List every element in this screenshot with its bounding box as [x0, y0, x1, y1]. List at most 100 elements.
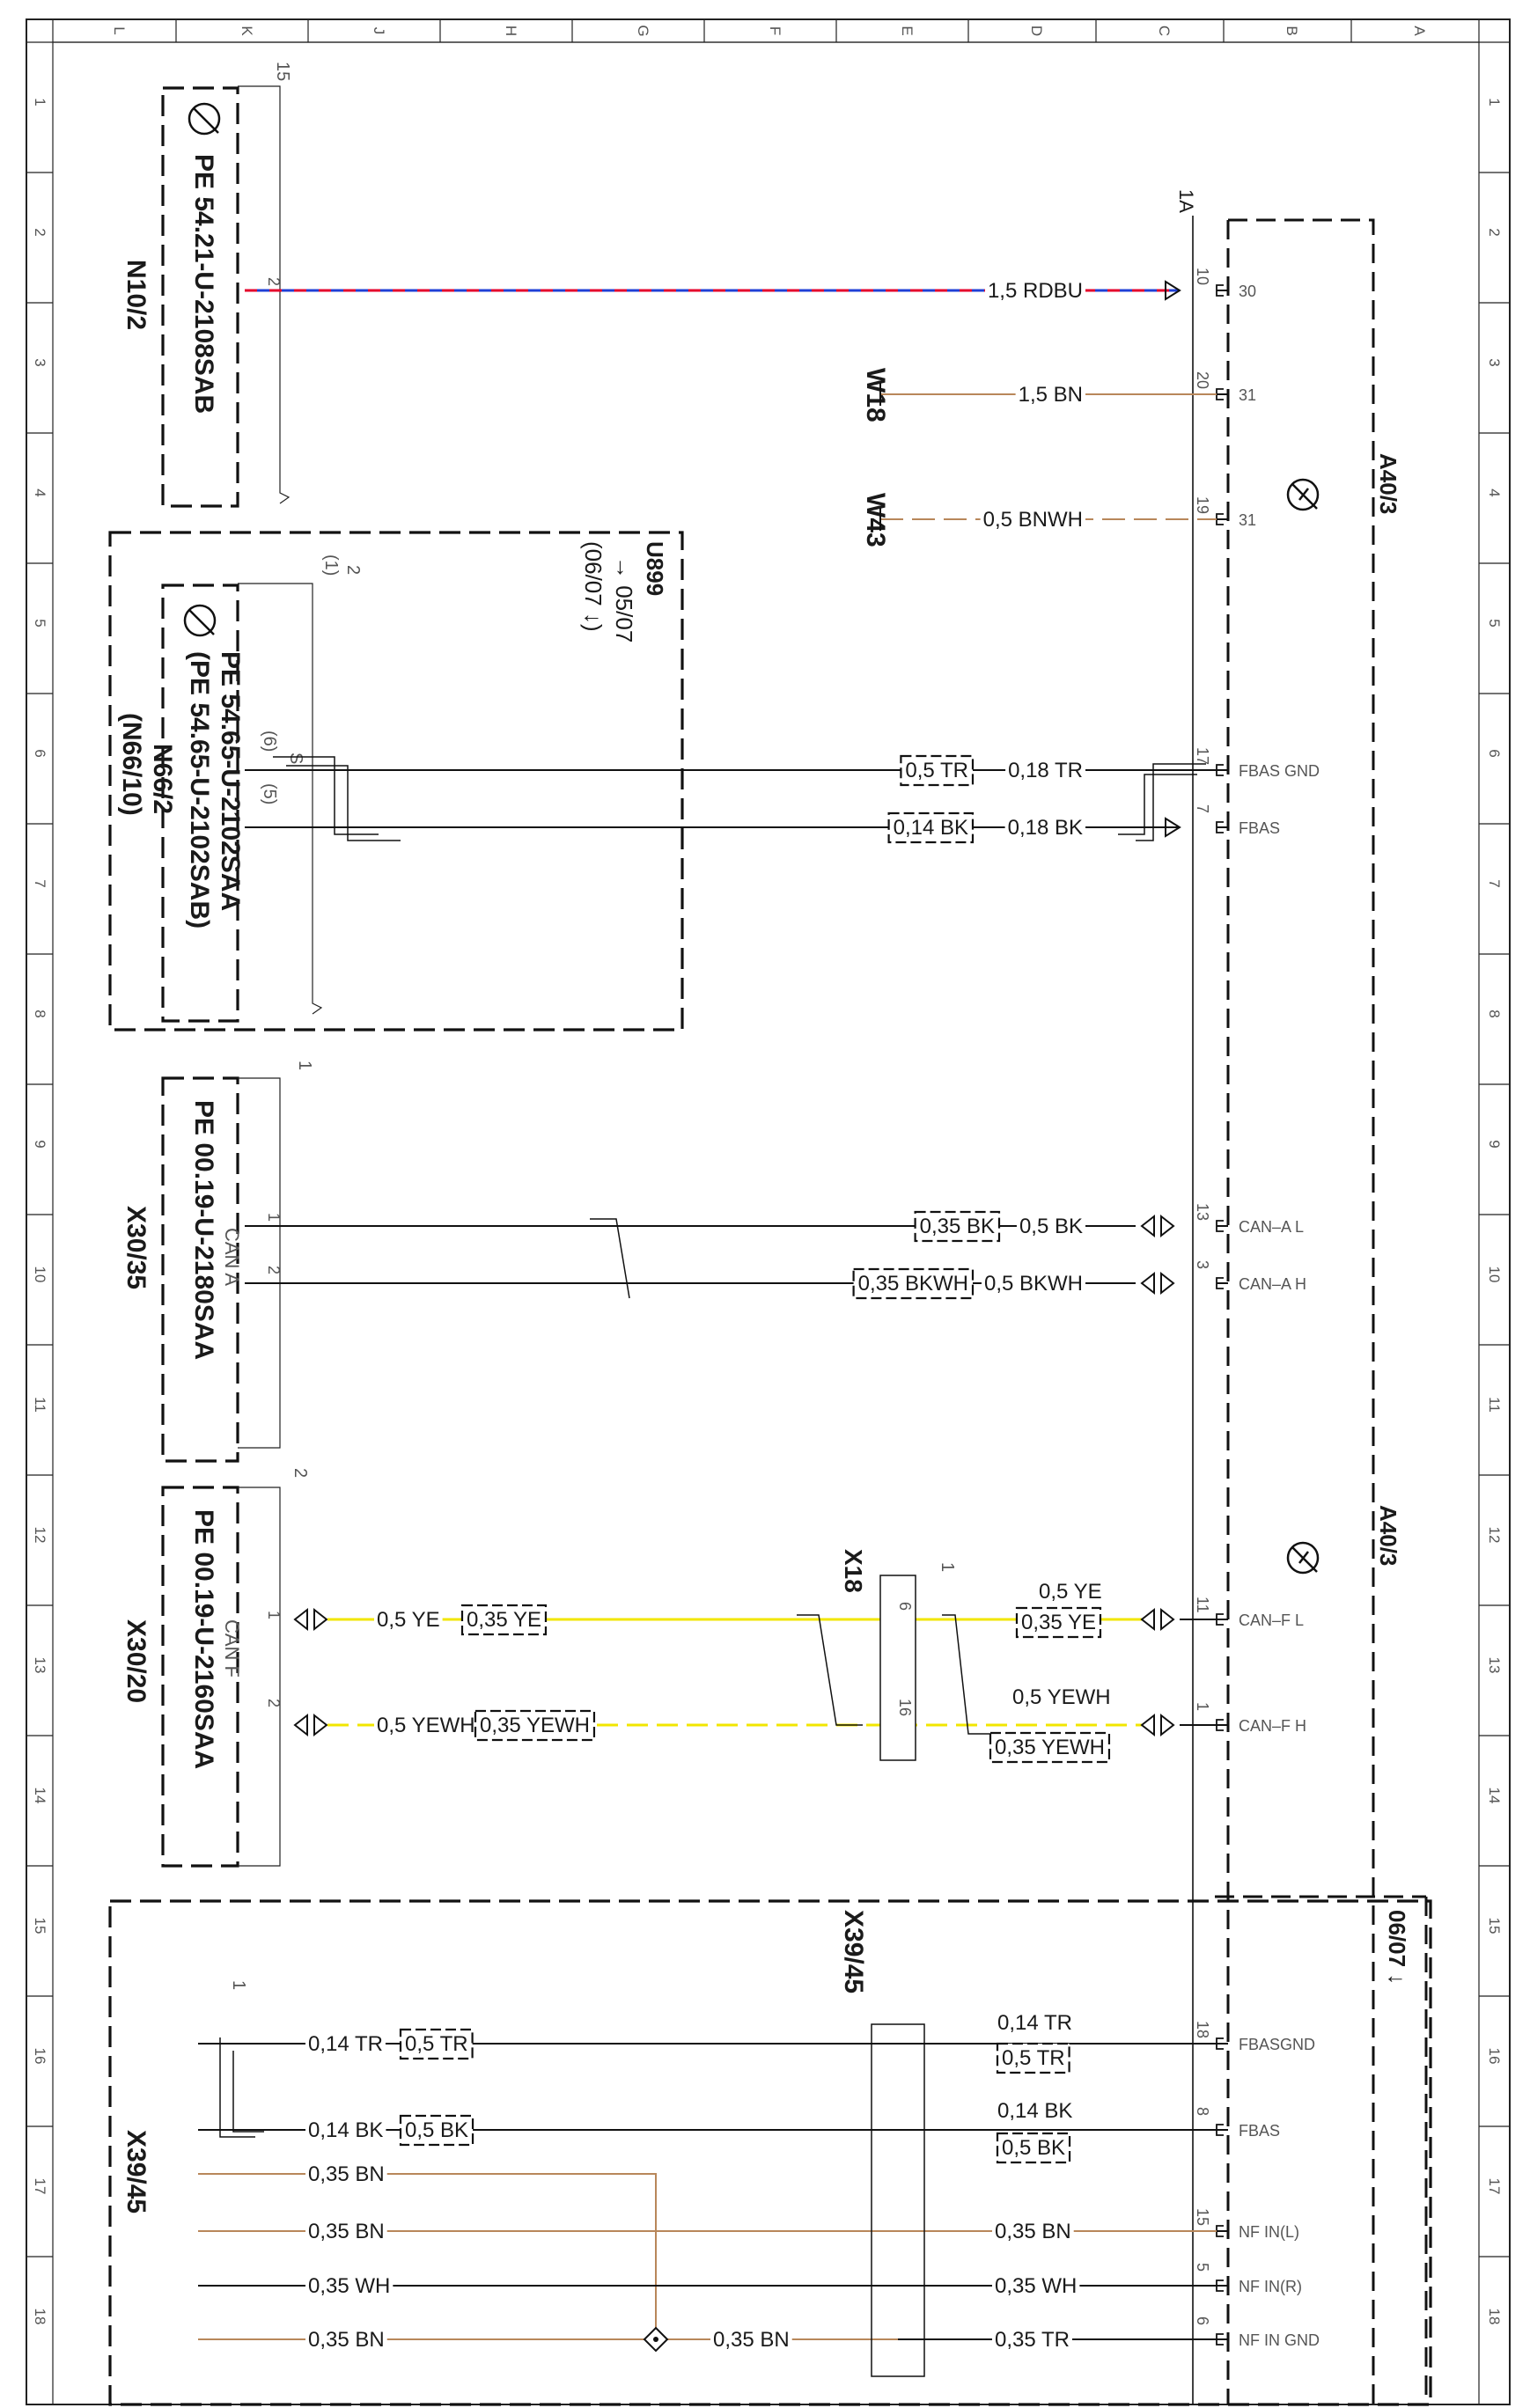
- a40-pin-label: CAN–F L: [1239, 1611, 1304, 1629]
- wire-label: 0,5 BKWH: [984, 1272, 1083, 1296]
- bidirectional-arrow-icon: [1140, 1271, 1175, 1296]
- a40-pin-label: NF IN(R): [1239, 2278, 1302, 2295]
- col-letter-b: B: [1284, 26, 1300, 35]
- row-number-right: 14: [1486, 1788, 1503, 1804]
- a40-pin: 5NF IN(R): [1194, 2263, 1302, 2295]
- wire-label: 0,5 YE: [1039, 1580, 1102, 1604]
- wire-label-box: [399, 2114, 474, 2147]
- x18-pin-a: 6: [896, 1602, 914, 1611]
- a40-pin-num: 17: [1194, 747, 1211, 765]
- wire-label-bg: [305, 2325, 387, 2354]
- n66-2-ref: PE 54.65-U-2102SAA: [216, 651, 245, 911]
- row-number-left: 13: [32, 1657, 48, 1674]
- wire-label-box: [914, 1210, 1001, 1243]
- wire-label-bg: [1036, 1577, 1105, 1606]
- row-number-left: 5: [32, 619, 48, 627]
- x30-20-ref: PE 00.19-U-2160SAA: [189, 1509, 218, 1769]
- shield-n66b: [286, 765, 401, 841]
- wire-label: 0,5 TR: [405, 2032, 468, 2056]
- x30-35-pin2: 2: [265, 1266, 283, 1274]
- x18-bracket-num: 1: [938, 1562, 957, 1572]
- row-ticks: [26, 172, 1510, 2258]
- x18-connector: [879, 1575, 916, 1761]
- wire-label: 1,5 BN: [1019, 383, 1083, 407]
- wire-label-bg: [305, 2030, 386, 2059]
- row-number-left: 10: [32, 1266, 48, 1283]
- wire-label-box: [1015, 1606, 1102, 1639]
- wire-label: 0,5 TR: [1002, 2046, 1065, 2070]
- a40-pin-num: 10: [1194, 268, 1211, 285]
- row-number-left: 17: [32, 2178, 48, 2195]
- column-header: [52, 19, 1480, 42]
- n66-pin-s: S: [286, 752, 305, 764]
- row-number-left: 2: [32, 228, 48, 236]
- x30-35-bracket-num: 1: [295, 1061, 314, 1070]
- row-number-right: 11: [1486, 1397, 1503, 1413]
- wire-label-box: [474, 1709, 596, 1742]
- wire-label-bg: [984, 276, 1085, 305]
- row-number-left: 18: [32, 2309, 48, 2325]
- a40-pin-num: 13: [1194, 1203, 1211, 1221]
- wire-label-bg: [1005, 756, 1085, 785]
- n66-2-component: 2 (1) PE 54.65-U-2102SAA (PE 54.65-U-210…: [117, 554, 363, 1023]
- wire-label: 0,35 WH: [995, 2274, 1077, 2298]
- x39-45-mid-name: X39/45: [839, 1910, 868, 1993]
- a40-pin-num: 19: [1194, 496, 1211, 514]
- wire-label-bg: [305, 2116, 386, 2145]
- wire-label-bg: [980, 505, 1085, 534]
- wire-label-box: [996, 2042, 1070, 2074]
- arrow-icon: [1165, 817, 1181, 838]
- row-number-right: 12: [1486, 1527, 1503, 1544]
- wire-label: 0,5 YEWH: [377, 1714, 475, 1737]
- wire-label: 0,14 TR: [308, 2032, 383, 2056]
- row-number-left: 8: [32, 1009, 48, 1017]
- n66-2-name: N66/2: [148, 744, 177, 814]
- n10-2-name: N10/2: [121, 260, 151, 330]
- a40-pin-label: CAN–F H: [1239, 1717, 1306, 1735]
- x30-20-bus: CAN F: [221, 1619, 243, 1678]
- wire-label-bg: [305, 2160, 387, 2189]
- a40-pin-num: 3: [1194, 1260, 1211, 1269]
- wire-label: 0,14 BK: [997, 2099, 1072, 2123]
- a40-pin-label: FBAS GND: [1239, 762, 1320, 780]
- ground-icon: [183, 604, 217, 637]
- wire-label: 0,14 TR: [997, 2011, 1072, 2035]
- row-number-right: 9: [1486, 1140, 1503, 1148]
- row-number-right: 6: [1486, 749, 1503, 757]
- a40-pin: 10 30: [1194, 268, 1256, 300]
- n10-2-pin: 2: [265, 277, 283, 286]
- x18-pin-b: 16: [896, 1699, 914, 1716]
- ground-icon: [1286, 478, 1320, 511]
- a40-pin-num: 15: [1194, 2208, 1211, 2226]
- wire-label: 1,5 RDBU: [988, 279, 1083, 303]
- wire-label: 0,35 TR: [995, 2328, 1070, 2352]
- wire-label-bg: [995, 2008, 1075, 2037]
- wire-label-bg: [995, 2096, 1076, 2125]
- wire-label: 0,35 BN: [713, 2328, 790, 2352]
- wire-label: 0,35 BN: [995, 2220, 1071, 2243]
- x30-20-pin1: 1: [265, 1611, 283, 1619]
- u899-label: U899: [642, 541, 668, 596]
- wire-label: 0,35 BKWH: [858, 1272, 968, 1296]
- row-number-right: 15: [1486, 1918, 1503, 1934]
- a40-pin-label: 30: [1239, 283, 1256, 300]
- a40-pin-label: 31: [1239, 511, 1256, 529]
- x30-35-ref: PE 00.19-U-2180SAA: [189, 1100, 218, 1360]
- wire-label: 0,18 TR: [1008, 759, 1083, 782]
- wire-label-bg: [1015, 380, 1085, 409]
- n10-2-component: 15 PE 54.21-U-2108SAB N10/2 2: [121, 62, 292, 508]
- wire-label: 0,35 BN: [308, 2220, 385, 2243]
- wire-label-bg: [374, 1605, 443, 1634]
- wire-label-box: [989, 1731, 1111, 1764]
- x30-20-bracket-num: 2: [291, 1468, 310, 1478]
- u899-boundary: U899 → 05/07 (06/07 ↓): [108, 531, 684, 1031]
- a40-pin-label: FBAS: [1239, 819, 1280, 837]
- wire-label-bg: [981, 1269, 1085, 1298]
- wire-label-bg: [305, 2272, 394, 2301]
- col-letter-j: J: [371, 27, 387, 35]
